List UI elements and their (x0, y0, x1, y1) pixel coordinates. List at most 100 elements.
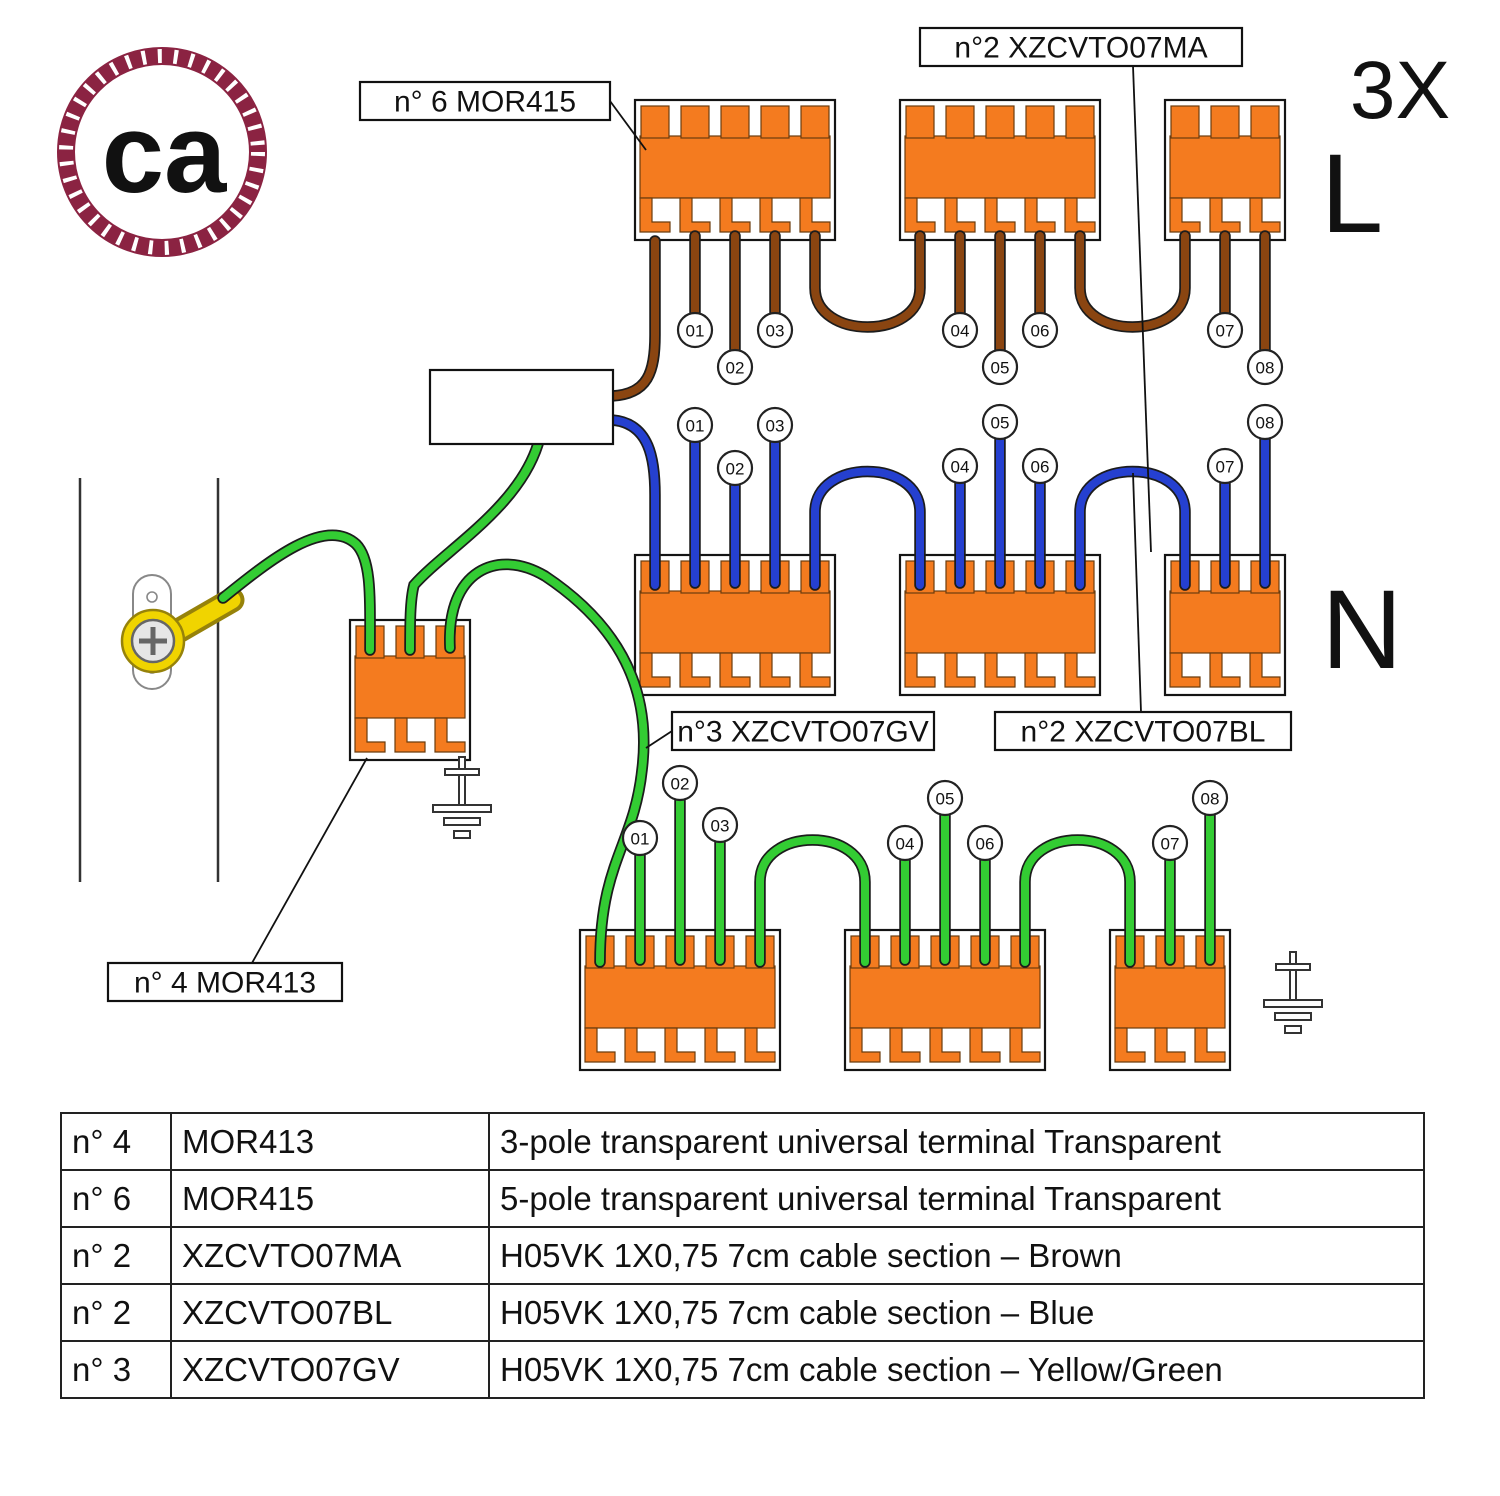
wire-number-badge: 04 (941, 311, 979, 349)
earth-symbol-icon (432, 756, 492, 839)
desc-cell: 5-pole transparent universal terminal Tr… (488, 1169, 1425, 1228)
table-row: n° 2 XZCVTO07MA H05VK 1X0,75 7cm cable s… (60, 1226, 1425, 1285)
svg-text:03: 03 (766, 322, 785, 341)
callout-xzcvto07bl: n°2 XZCVTO07BL (993, 710, 1293, 752)
svg-text:05: 05 (991, 414, 1010, 433)
svg-text:04: 04 (896, 835, 915, 854)
wire-number-badge: 04 (886, 824, 924, 862)
wire-number-badge: 08 (1246, 348, 1284, 386)
ring-terminal (120, 574, 245, 690)
svg-text:06: 06 (1031, 458, 1050, 477)
svg-text:01: 01 (631, 830, 650, 849)
wire-number-badge: 03 (756, 311, 794, 349)
screw-icon (130, 618, 176, 664)
wire-number-badge: 08 (1246, 403, 1284, 441)
svg-text:05: 05 (991, 359, 1010, 378)
wires-live (606, 230, 1271, 402)
code-cell: MOR413 (170, 1112, 490, 1171)
leader-line (251, 757, 368, 964)
svg-text:03: 03 (766, 417, 785, 436)
wire-number-badge: 02 (661, 764, 699, 802)
wires-earth (217, 438, 1216, 968)
qty-cell: n° 6 (60, 1169, 172, 1228)
wire-number-badge: 07 (1151, 824, 1189, 862)
callout-mor413-label: n° 4 MOR413 (134, 967, 316, 1000)
wire-number-badge: 05 (981, 348, 1019, 386)
label-line-l: L (1321, 131, 1383, 256)
wire-number-badge: 06 (1021, 447, 1059, 485)
svg-text:05: 05 (936, 790, 955, 809)
brand-logo-text: ca (102, 91, 227, 216)
terminal-block-l2 (898, 98, 1102, 242)
wire-number-badge: 06 (966, 824, 1004, 862)
wire-number-badge: 01 (621, 819, 659, 857)
svg-text:01: 01 (686, 322, 705, 341)
qty-cell: n° 4 (60, 1112, 172, 1171)
callout-mor415-label: n° 6 MOR415 (394, 86, 576, 119)
leader-line (1132, 65, 1152, 553)
table-row: n° 6 MOR415 5-pole transparent universal… (60, 1169, 1425, 1228)
label-3x: 3X (1350, 45, 1450, 136)
wire-number-badges-live: 01 02 03 04 05 06 07 08 (676, 311, 1284, 386)
code-cell: XZCVTO07MA (170, 1226, 490, 1285)
desc-cell: H05VK 1X0,75 7cm cable section – Blue (488, 1283, 1425, 1342)
qty-cell: n° 2 (60, 1226, 172, 1285)
svg-text:02: 02 (726, 460, 745, 479)
callout-xzcvto07gv: n°3 XZCVTO07GV (670, 710, 936, 752)
wiring-diagram: 01 02 03 04 05 06 07 08 01 02 03 04 05 0… (57, 26, 1450, 1072)
table-row: n° 4 MOR413 3-pole transparent universal… (60, 1112, 1425, 1171)
desc-cell: H05VK 1X0,75 7cm cable section – Brown (488, 1226, 1425, 1285)
svg-text:07: 07 (1161, 835, 1180, 854)
svg-text:06: 06 (976, 835, 995, 854)
callout-xzcvto07ma: n°2 XZCVTO07MA (918, 26, 1244, 68)
wire-number-badge: 03 (701, 806, 739, 844)
code-cell: MOR415 (170, 1169, 490, 1228)
callout-xzcvto07bl-label: n°2 XZCVTO07BL (1021, 716, 1266, 749)
parts-table: n° 4 MOR413 3-pole transparent universal… (60, 1112, 1425, 1399)
callout-xzcvto07gv-label: n°3 XZCVTO07GV (677, 716, 929, 749)
wire-number-badge: 05 (981, 403, 1019, 441)
wire-number-badges-earth: 01 02 03 04 05 06 07 08 (621, 764, 1229, 862)
svg-text:02: 02 (671, 775, 690, 794)
wire-number-badge: 08 (1191, 779, 1229, 817)
table-row: n° 2 XZCVTO07BL H05VK 1X0,75 7cm cable s… (60, 1283, 1425, 1342)
code-cell: XZCVTO07BL (170, 1283, 490, 1342)
svg-text:08: 08 (1256, 359, 1275, 378)
leader-line (1132, 472, 1142, 713)
code-cell: XZCVTO07GV (170, 1340, 490, 1399)
wire-number-badge: 06 (1021, 311, 1059, 349)
svg-text:02: 02 (726, 359, 745, 378)
terminal-block-l3 (1163, 98, 1287, 242)
desc-cell: 3-pole transparent universal terminal Tr… (488, 1112, 1425, 1171)
wires-neutral (606, 414, 1271, 591)
wire-number-badge: 03 (756, 406, 794, 444)
callout-mor413: n° 4 MOR413 (106, 961, 344, 1003)
leader-line (645, 730, 673, 749)
power-cable-entry (428, 368, 615, 446)
leader-line (609, 100, 647, 151)
svg-text:07: 07 (1216, 458, 1235, 477)
desc-cell: H05VK 1X0,75 7cm cable section – Yellow/… (488, 1340, 1425, 1399)
label-neutral-n: N (1322, 567, 1403, 692)
wire-number-badge: 02 (716, 449, 754, 487)
callout-xzcvto07ma-label: n°2 XZCVTO07MA (954, 32, 1207, 65)
wire-number-badge: 01 (676, 406, 714, 444)
callout-mor415: n° 6 MOR415 (358, 80, 612, 122)
wire-number-badges-neutral: 01 02 03 04 05 06 07 08 (676, 403, 1284, 487)
earth-symbol-icon (1263, 951, 1323, 1034)
svg-text:04: 04 (951, 458, 970, 477)
svg-text:04: 04 (951, 322, 970, 341)
svg-text:08: 08 (1256, 414, 1275, 433)
svg-text:03: 03 (711, 817, 730, 836)
wire-number-badge: 05 (926, 779, 964, 817)
qty-cell: n° 3 (60, 1340, 172, 1399)
svg-text:01: 01 (686, 417, 705, 436)
wire-number-badge: 07 (1206, 311, 1244, 349)
svg-text:07: 07 (1216, 322, 1235, 341)
terminal-block-l1 (633, 98, 837, 242)
svg-text:08: 08 (1201, 790, 1220, 809)
table-row: n° 3 XZCVTO07GV H05VK 1X0,75 7cm cable s… (60, 1340, 1425, 1399)
wire-number-badge: 04 (941, 447, 979, 485)
wire-number-badge: 02 (716, 348, 754, 386)
